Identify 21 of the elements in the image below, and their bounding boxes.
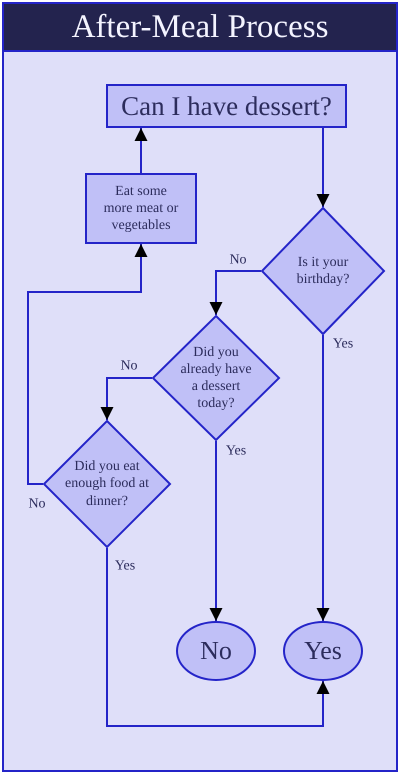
arrow bbox=[210, 270, 261, 315]
arrow bbox=[134, 128, 148, 173]
question-text: Did you eat enough food at dinner? bbox=[64, 458, 150, 510]
process-box bbox=[106, 84, 347, 128]
decision-diamond bbox=[152, 315, 280, 441]
decision-diamond bbox=[261, 207, 385, 335]
question-text: Did you already have a dessert today? bbox=[179, 344, 253, 412]
outcome-text: Yes bbox=[304, 635, 342, 667]
process-text: Eat some more meat or vegetables bbox=[102, 182, 180, 234]
arrow bbox=[316, 128, 330, 207]
question-text: Is it your birthday? bbox=[296, 254, 350, 288]
arrow bbox=[27, 244, 148, 485]
arrow bbox=[316, 335, 330, 621]
process-text: Can I have dessert? bbox=[121, 90, 332, 122]
outcome-text: No bbox=[200, 635, 232, 667]
diagram-title: After-Meal Process bbox=[72, 8, 328, 46]
arrow bbox=[106, 548, 330, 727]
arrow bbox=[210, 441, 222, 621]
process-box bbox=[85, 173, 197, 244]
arrow bbox=[100, 377, 152, 420]
decision-diamond bbox=[43, 420, 171, 548]
